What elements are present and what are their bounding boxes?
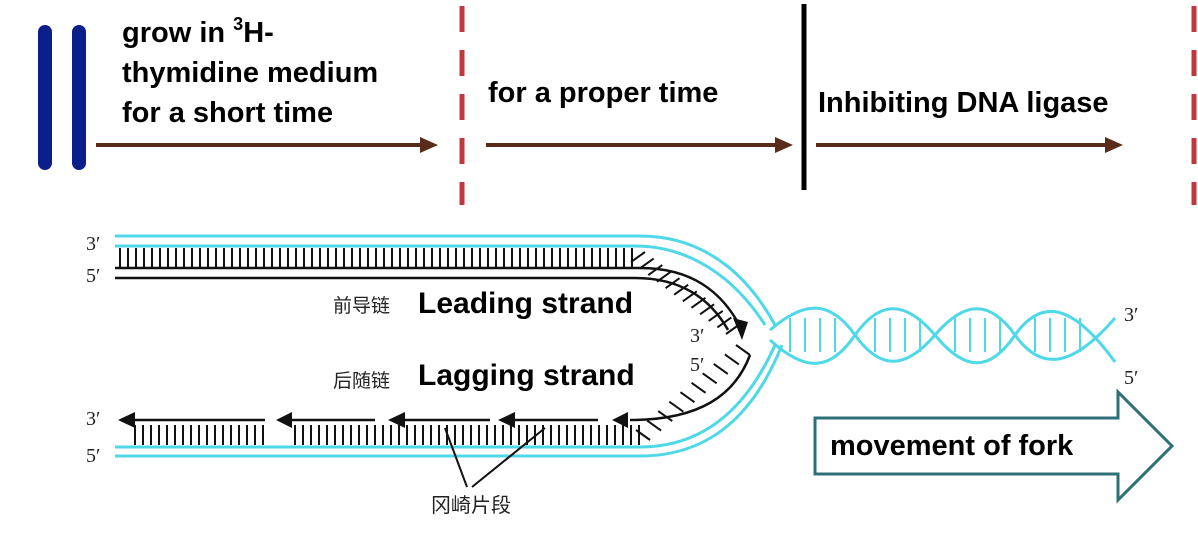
- base-pair-tick: [639, 257, 655, 270]
- step1-label: grow in 3H- thymidine medium for a short…: [122, 14, 386, 129]
- base-pair-tick: [735, 344, 751, 356]
- leading-arrowhead: [733, 318, 748, 340]
- lagging-curve: [629, 354, 752, 422]
- step1-line1-sup: 3: [233, 14, 243, 34]
- okazaki-fragments-label: 冈崎片段: [431, 493, 511, 517]
- okazaki-pointer-2: [471, 427, 546, 488]
- base-pair-tick: [673, 283, 689, 296]
- base-pair-tick: [656, 270, 672, 283]
- base-pair-tick: [716, 316, 732, 329]
- step2-arrow: [486, 137, 793, 153]
- top-new-outer: [115, 266, 744, 331]
- base-pair-tick: [664, 277, 681, 289]
- top-3-prime: 3′: [86, 233, 100, 255]
- step1-line1-post: H-: [243, 17, 274, 49]
- replication-fork: 3′ 5′ 3′ 5′ 3′ 5′ 3′ 5′ 前导链 Leading stra…: [86, 233, 1175, 517]
- top-5-prime: 5′: [86, 265, 100, 287]
- base-pair-tick: [713, 363, 729, 375]
- okazaki-fragment-1: [118, 412, 265, 428]
- cell-bar-left: [38, 25, 52, 170]
- base-pair-tick: [725, 323, 741, 335]
- step1-arrow: [96, 137, 438, 153]
- helix-base-pairs: [789, 318, 1081, 352]
- double-helix: [768, 306, 1117, 365]
- right-3-prime: 3′: [1124, 304, 1138, 326]
- okazaki-fragment-4: [498, 412, 598, 428]
- step1-line1-pre: grow in: [122, 17, 233, 49]
- top-template-inner: [115, 244, 767, 326]
- base-pair-tick: [630, 251, 646, 263]
- top-template-outer: [115, 234, 777, 326]
- bottom-template-inner: [115, 344, 784, 458]
- movement-label: movement of fork: [830, 430, 1074, 462]
- base-pair-tick: [702, 372, 718, 385]
- okazaki-fragment-2: [276, 412, 375, 428]
- movement-arrow: [813, 388, 1175, 504]
- bottom-base-pairs: [134, 344, 751, 445]
- cell-bar-right: [72, 25, 86, 170]
- top-base-pairs: [119, 248, 741, 335]
- base-pair-tick: [668, 400, 684, 413]
- lagging-strand-label: Lagging strand: [418, 359, 635, 392]
- bottom-template-outer: [115, 344, 777, 449]
- step3-arrow: [816, 137, 1123, 153]
- base-pair-tick: [690, 297, 707, 309]
- step3-label: Inhibiting DNA ligase: [818, 87, 1109, 119]
- base-pair-tick: [635, 429, 651, 441]
- okazaki-fragment-3: [388, 412, 490, 428]
- timeline: grow in 3H- thymidine medium for a short…: [38, 4, 1197, 205]
- base-pair-tick: [724, 353, 740, 366]
- bottom-5-prime: 5′: [86, 445, 100, 467]
- base-pair-tick: [647, 264, 663, 276]
- base-pair-tick: [690, 381, 707, 394]
- step1-line2: thymidine medium: [122, 57, 378, 89]
- right-5-prime: 5′: [1124, 367, 1138, 389]
- leading-strand-cn: 前导链: [333, 295, 390, 317]
- bottom-3-prime: 3′: [86, 408, 100, 430]
- base-pair-tick: [699, 303, 715, 316]
- base-pair-tick: [708, 310, 724, 322]
- step2-label: for a proper time: [488, 77, 718, 109]
- base-pair-tick: [646, 419, 662, 432]
- lagging-strand-cn: 后随链: [333, 370, 390, 392]
- base-pair-tick: [682, 290, 698, 303]
- base-pair-tick: [657, 410, 673, 422]
- leading-strand-label: Leading strand: [418, 287, 633, 320]
- base-pair-tick: [679, 391, 696, 404]
- lagging-curve-arrowhead: [612, 412, 628, 428]
- mid-3-prime: 3′: [690, 325, 704, 347]
- mid-5-prime: 5′: [690, 354, 704, 376]
- step1-line3: for a short time: [122, 97, 333, 129]
- top-new-inner: [115, 276, 730, 331]
- okazaki-pointer-1: [444, 427, 468, 488]
